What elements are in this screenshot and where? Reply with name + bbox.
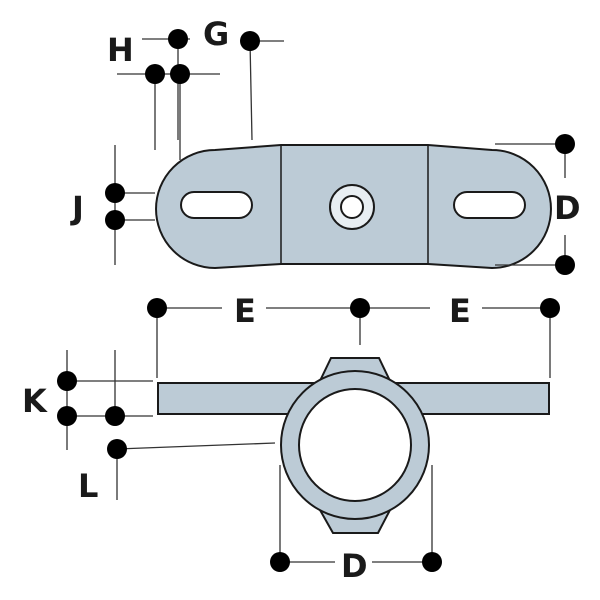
- label-k: K: [22, 382, 48, 420]
- dimension-lines: [66, 38, 566, 563]
- label-g: G: [203, 15, 229, 53]
- center-hole: [340, 195, 364, 219]
- dim-dot-k-bottom: [57, 406, 77, 426]
- left-slot: [180, 191, 253, 219]
- dim-dot-j-bottom: [105, 210, 125, 230]
- dim-dot-d-top: [555, 134, 575, 154]
- dim-dot-e-right: [540, 298, 560, 318]
- dim-dot-d-bottom: [555, 255, 575, 275]
- dim-dot-h: [168, 29, 188, 49]
- label-e-right: E: [449, 292, 471, 330]
- dim-dot-j-top: [105, 183, 125, 203]
- dim-dot-k-top: [57, 371, 77, 391]
- dim-dot-e-left: [147, 298, 167, 318]
- label-e-left: E: [234, 292, 256, 330]
- label-d-bottom: D: [341, 547, 368, 585]
- dim-dot-d2-right: [422, 552, 442, 572]
- dimension-dots: [57, 29, 575, 572]
- tube-bore: [298, 388, 412, 502]
- right-slot: [453, 191, 526, 219]
- label-h: H: [107, 31, 134, 69]
- dim-dot-g: [240, 31, 260, 51]
- side-view-fitting: [157, 357, 550, 534]
- dim-dot-h-right: [170, 64, 190, 84]
- dim-dot-l: [107, 439, 127, 459]
- dim-dot-e-center: [350, 298, 370, 318]
- label-l: L: [78, 467, 98, 505]
- dim-dot-d2-left: [270, 552, 290, 572]
- label-d-top: D: [554, 189, 581, 227]
- dim-dot-h-left: [145, 64, 165, 84]
- dim-dot-k-inner: [105, 406, 125, 426]
- label-j: J: [70, 189, 84, 227]
- top-view-plate: [155, 144, 552, 270]
